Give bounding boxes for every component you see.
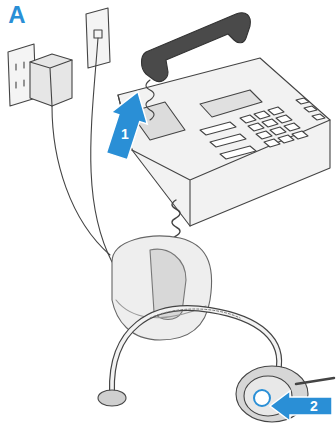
adapter-edges <box>30 60 72 106</box>
mic-boom <box>296 378 334 384</box>
step-letter: A <box>8 3 25 27</box>
desk-phone <box>118 58 330 226</box>
power-wire <box>52 106 110 255</box>
step-arrow <box>99 86 156 162</box>
call-button <box>254 390 270 406</box>
head-pad <box>98 390 126 406</box>
step-arrow <box>270 391 332 421</box>
callout-number: 2 <box>310 399 318 413</box>
outlet-slots <box>16 62 24 88</box>
handset <box>142 13 251 82</box>
jack-socket <box>94 30 102 38</box>
handset-cord-top <box>146 80 154 120</box>
power-adapter <box>30 54 72 106</box>
callout-number: 1 <box>121 127 129 141</box>
base-station <box>112 236 212 340</box>
headband-padding <box>150 309 240 318</box>
phone-display <box>200 90 262 117</box>
phone-keypad <box>200 98 325 159</box>
